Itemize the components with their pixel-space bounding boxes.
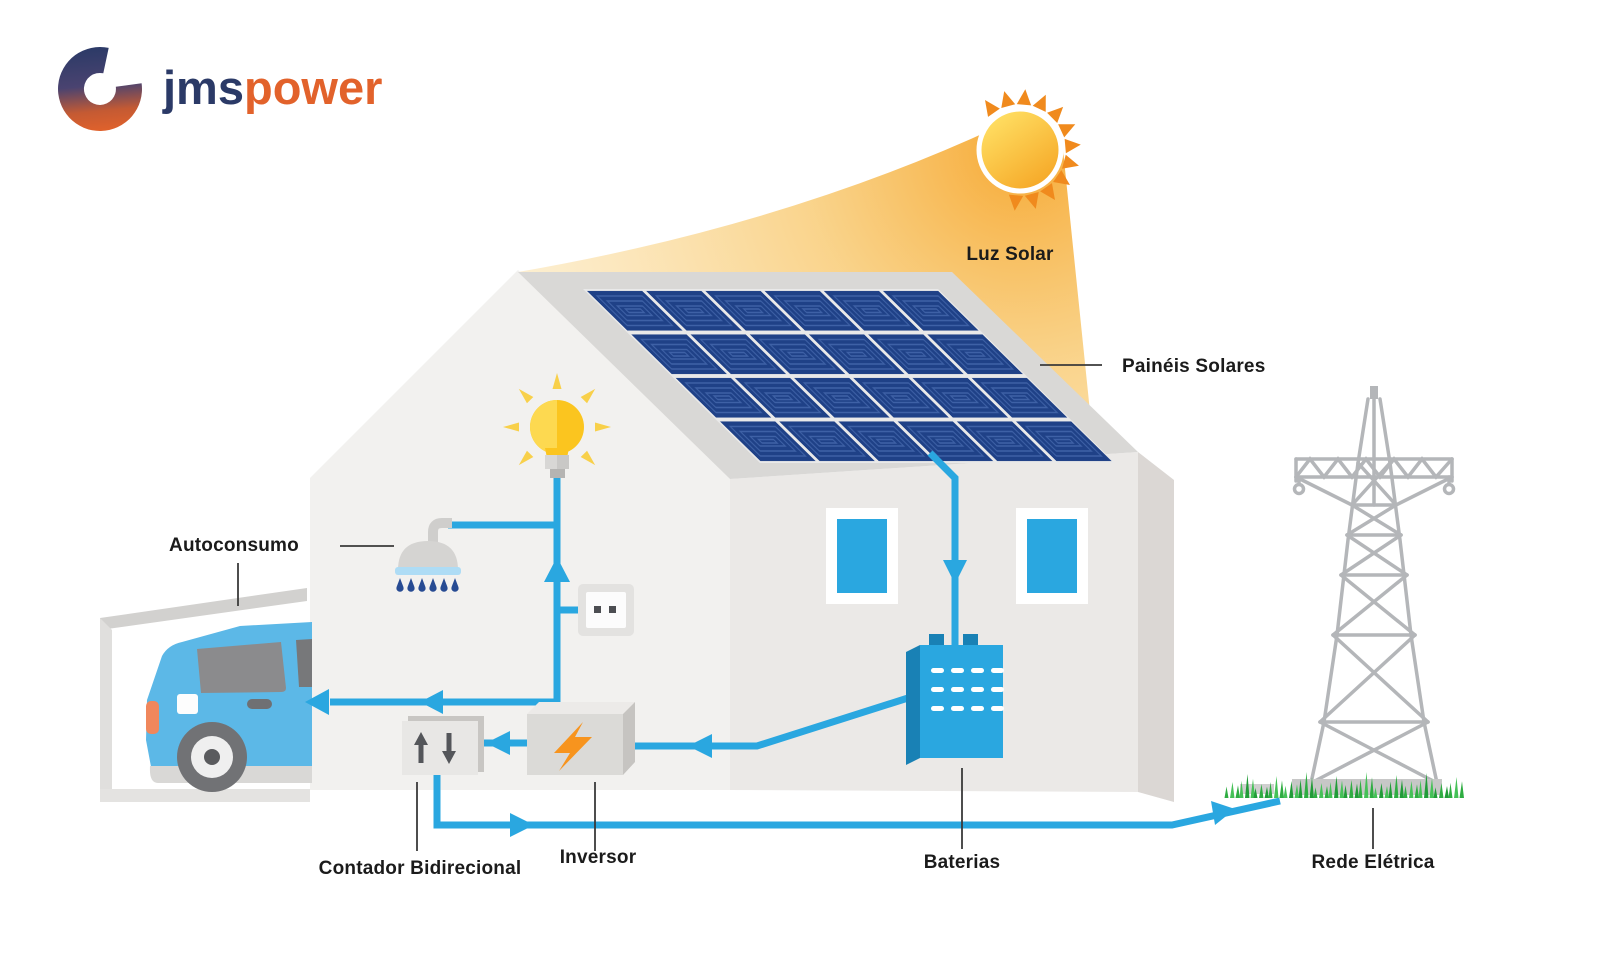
- arrow-left-1: [420, 690, 443, 714]
- logo-mark-icon: [58, 46, 143, 131]
- arrow-up: [544, 557, 570, 582]
- label-power-grid: Rede Elétrica: [1312, 852, 1435, 873]
- grass: [1224, 772, 1464, 798]
- label-solar-panels: Painéis Solares: [1122, 356, 1265, 377]
- power-outlet-icon: [578, 584, 634, 636]
- arrow-left-3: [486, 731, 510, 755]
- lightning-bolt-icon: [554, 722, 592, 771]
- diagram-labels: Luz Solar Painéis Solares Autoconsumo Co…: [169, 244, 1435, 879]
- battery-icon: [906, 634, 1004, 765]
- logo: jmspower: [58, 46, 382, 131]
- shower-icon: [395, 518, 461, 592]
- label-inverter: Inversor: [560, 847, 637, 868]
- label-self-consumption: Autoconsumo: [169, 535, 299, 556]
- house-front-wall: [310, 270, 730, 790]
- flow-arrows: [305, 557, 1235, 837]
- garage: [100, 588, 310, 802]
- arrow-right-2: [1211, 801, 1235, 825]
- house: [310, 270, 1174, 802]
- solar-panel-array: [583, 289, 1115, 463]
- car-icon: [146, 622, 312, 792]
- arrow-left-2: [688, 734, 712, 758]
- label-bidirectional-meter: Contador Bidirecional: [319, 858, 522, 879]
- lightbulb-icon: [503, 373, 611, 478]
- pointer-lines: [237, 364, 1374, 851]
- window-left: [826, 508, 898, 604]
- label-batteries: Baterias: [924, 852, 1001, 873]
- arrow-right-1: [510, 813, 534, 837]
- line-panels-to-battery: [927, 450, 959, 650]
- arrow-down-battery: [943, 560, 967, 584]
- inverter-icon: [527, 702, 635, 775]
- logo-text: jmspower: [162, 61, 382, 114]
- sun-icon: [976, 89, 1081, 211]
- bidirectional-meter-icon: [402, 716, 484, 775]
- line-battery-to-inverter: [633, 694, 910, 750]
- house-side-strip: [1138, 452, 1174, 802]
- transmission-tower-icon: [1292, 386, 1456, 785]
- window-right: [1016, 508, 1088, 604]
- label-sunlight: Luz Solar: [966, 244, 1054, 265]
- arrow-left-car: [305, 689, 329, 715]
